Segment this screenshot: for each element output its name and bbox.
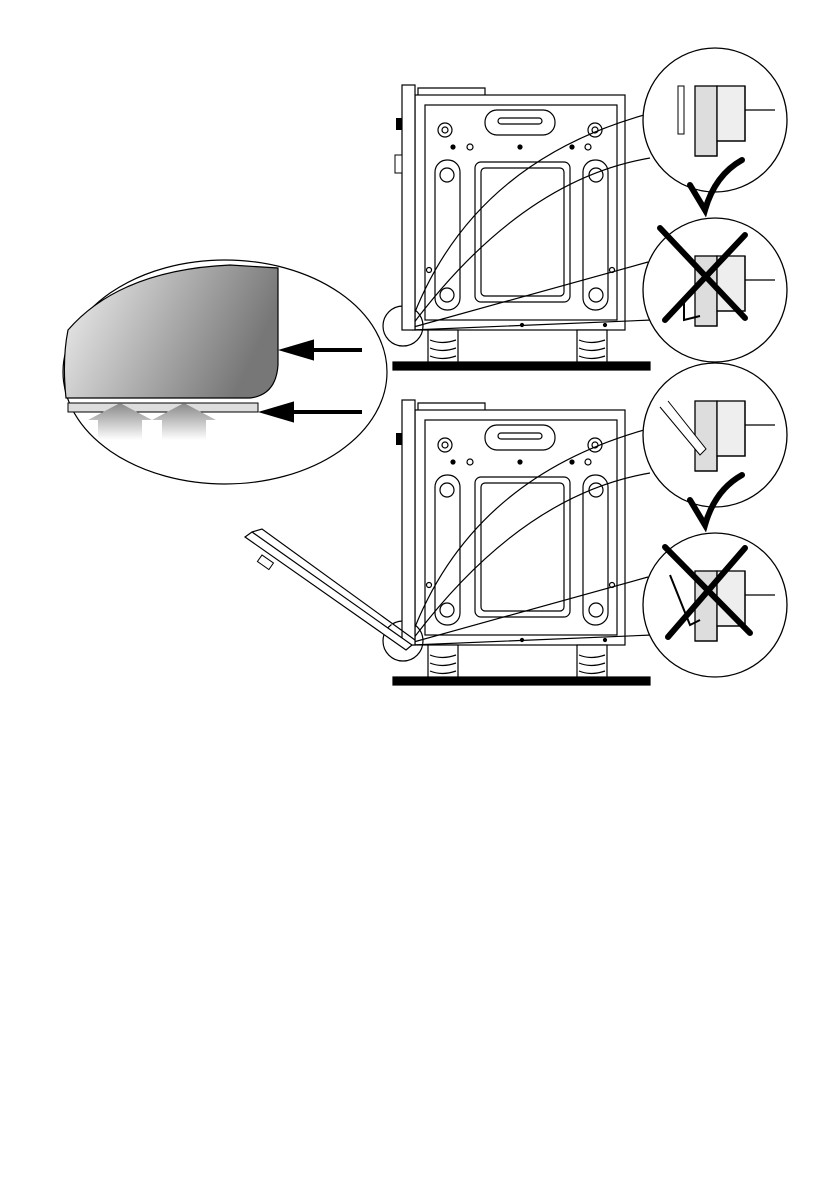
door-panel: [64, 265, 278, 398]
oven-door-closed: [402, 85, 415, 330]
detail-incorrect: [643, 533, 787, 677]
magnified-seal-view: [63, 260, 387, 484]
oven-door-open: [245, 529, 415, 650]
oven-body: [383, 88, 655, 370]
door-handle: [257, 555, 273, 570]
detail-correct: [643, 48, 787, 192]
door-hinge: [396, 118, 402, 130]
detail-correct: [643, 363, 787, 507]
door-seal: [68, 403, 258, 412]
door-handle: [395, 155, 402, 173]
oven-body: [383, 403, 655, 685]
figure-door-closed: [383, 48, 787, 370]
oven-frame: [402, 400, 415, 645]
door-hinge: [396, 433, 402, 445]
